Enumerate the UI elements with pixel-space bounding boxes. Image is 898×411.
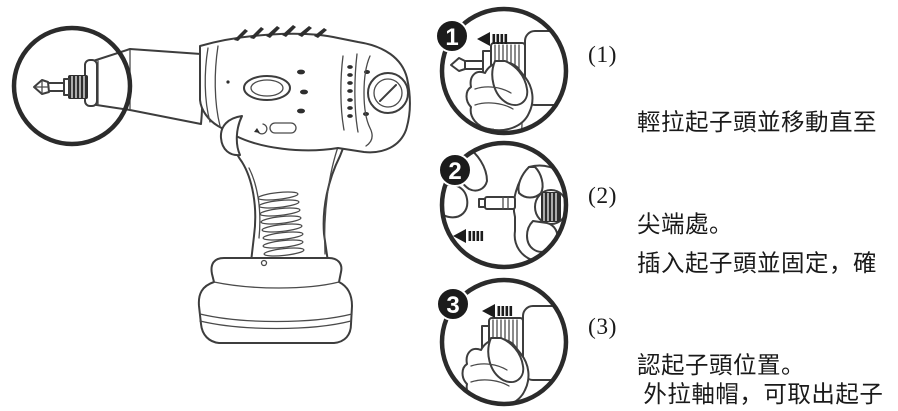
step-badge-number: 2 [448,158,461,185]
step-number-label: (2) [588,183,617,209]
step-circle-border [439,277,569,407]
step-2-instruction: (2) 插入起子頭並固定，確 認起子頭位置。 [588,179,877,411]
hand-illustration [465,60,534,133]
left-arrow-icon [482,304,513,318]
magnifier-circle [11,25,133,147]
step-badge-number: 1 [445,24,458,51]
drill-nose [84,48,204,125]
step-3-illustration: 3 [436,277,569,407]
instruction-line: 尖端處。 [637,212,733,238]
instruction-line: 插入起子頭並固定，確 [637,251,877,277]
step-badge-number: 3 [446,292,459,319]
step-instruction-text: 輕拉起子頭並移動直至 尖端處。 [637,38,877,310]
step-badge: 1 [435,19,469,53]
drill-body-detail [524,30,566,106]
drill-bit-callout-detail [33,75,88,99]
instruction-line: 外拉軸帽，可取出起子 [637,382,884,408]
grip-ribs [257,191,305,257]
body-oval-badge [243,75,291,101]
drill-bit [450,57,484,72]
drill-battery [197,257,353,344]
step-number-label: (1) [588,42,617,68]
step-number-label: (3) [588,314,617,340]
rear-dot-strip [340,53,370,133]
instruction-line: 認起子頭位置。 [637,353,805,379]
left-arrow-icon [477,32,508,46]
step-1-instruction: (1) 輕拉起子頭並移動直至 尖端處。 [588,38,877,310]
body-vent-dots [226,69,308,114]
drill-trigger [219,115,243,157]
direction-switch [254,122,297,135]
step-circle-border [439,140,569,270]
step-circle-border [439,6,569,136]
step-badge: 3 [436,287,470,321]
left-arrow-icon [453,229,484,243]
step-2-illustration: 2 [438,140,569,270]
hand-holding-chuck [512,164,566,267]
drill-bit [478,196,516,210]
instruction-line: 輕拉起子頭並移動直至 [637,110,877,136]
body-serrations [234,25,327,41]
rear-dial [363,55,409,147]
drill-body [199,25,411,154]
step-instruction-text: 外拉軸帽，可取出起子 頭。. [637,310,883,411]
step-badge: 2 [438,153,472,187]
drill-illustration [11,25,411,344]
drill-body-detail [522,305,566,381]
step-1-illustration: 1 [435,6,569,136]
step-instruction-text: 插入起子頭並固定，確 認起子頭位置。 [637,179,877,411]
hand-illustration [461,337,530,404]
step-3-instruction: (3) 外拉軸帽，可取出起子 頭。. [588,310,883,411]
